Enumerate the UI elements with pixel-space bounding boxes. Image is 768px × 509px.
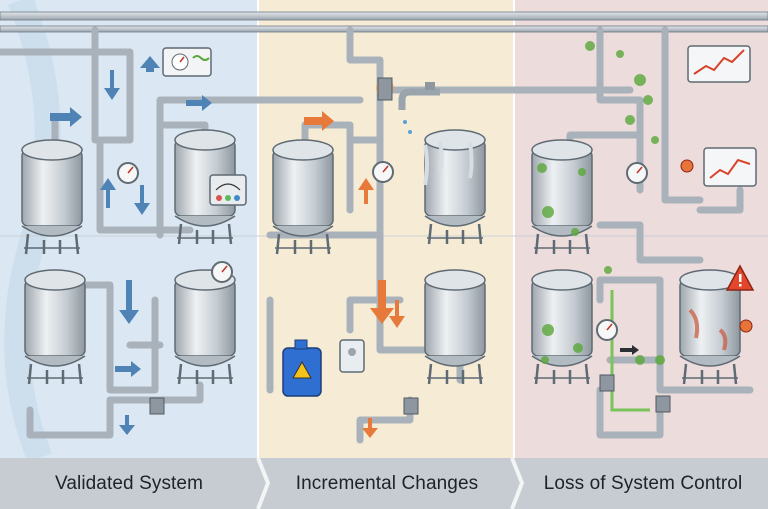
warning-triangle-icon [725, 264, 755, 291]
valve-icon [149, 397, 165, 415]
header-pipe [0, 11, 768, 33]
trend-monitor-icon [687, 45, 751, 83]
caption-loss-of-system-control: Loss of System Control [543, 472, 743, 494]
pressure-gauge-icon [211, 261, 233, 283]
faucet-icon [398, 82, 440, 134]
pressure-gauge-icon [596, 319, 618, 341]
panel-loss-units [530, 41, 757, 413]
flow-arrows-blue [50, 56, 212, 435]
contamination-growth [537, 41, 665, 365]
flow-arrow-small [620, 345, 639, 355]
valve-icon [599, 374, 615, 392]
leak-drip-icon [423, 141, 474, 186]
control-panel-icon [209, 174, 247, 206]
gauge-display-icon [162, 47, 212, 77]
chemical-jug-icon [282, 339, 322, 397]
caption-validated-system: Validated System [54, 472, 204, 494]
panel-incremental-units [271, 77, 487, 438]
alarm-indicator-icon [680, 159, 753, 333]
pressure-gauge-icon [117, 162, 139, 184]
rust-stain [688, 308, 728, 351]
pressure-gauge-icon [372, 161, 394, 183]
trend-monitor-icon [703, 147, 757, 187]
valve-icon [403, 397, 419, 415]
dosing-unit-icon [339, 339, 365, 373]
leaking-valve-icon [376, 77, 394, 101]
system-illustration [0, 0, 768, 458]
caption-incremental-changes: Incremental Changes [295, 472, 479, 494]
panel-validated-units [20, 47, 247, 435]
valve-icon [655, 395, 671, 413]
caption-bar: Validated System Incremental Changes Los… [0, 458, 768, 509]
flow-arrows-orange [304, 111, 405, 438]
pressure-gauge-icon [626, 162, 648, 184]
caption-chevrons [0, 458, 768, 509]
